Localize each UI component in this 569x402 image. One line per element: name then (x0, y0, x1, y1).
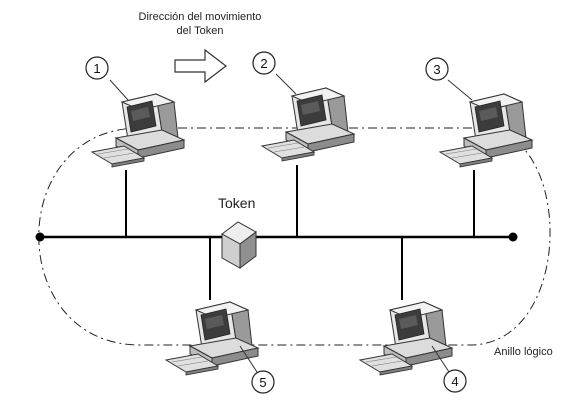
direction-arrow-icon (174, 48, 227, 84)
node-badge-5 (251, 370, 275, 394)
node-number-1: 1 (93, 61, 100, 76)
workstation-2: 2 (252, 51, 355, 162)
computer-icon (359, 301, 453, 376)
bus-terminator-left (35, 232, 45, 242)
computer-icon (91, 93, 185, 168)
direction-label-line1: Dirección del movimiento (139, 11, 262, 23)
node-number-4: 4 (451, 374, 458, 389)
node-badge-2 (252, 51, 276, 75)
workstation-3: 3 (425, 57, 533, 168)
logical-ring (38, 127, 551, 346)
workstation-1: 1 (85, 56, 185, 168)
node-badge-3 (425, 57, 449, 81)
computer-icon (165, 301, 259, 376)
workstation-4: 4 (359, 301, 467, 393)
ring-label: Anillo lógico (494, 346, 553, 358)
bus-terminator-right (508, 232, 518, 242)
token-label: Token (218, 195, 255, 211)
node-number-3: 3 (433, 62, 440, 77)
node-number-2: 2 (260, 56, 267, 71)
workstation-5: 5 (165, 301, 275, 394)
computer-icon (261, 87, 355, 162)
token-block (221, 221, 257, 269)
node-badge-4 (443, 369, 467, 393)
node-badge-1 (85, 56, 109, 80)
computer-icon (439, 93, 533, 168)
node-number-5: 5 (259, 375, 266, 390)
direction-label-line2: del Token (177, 25, 224, 37)
